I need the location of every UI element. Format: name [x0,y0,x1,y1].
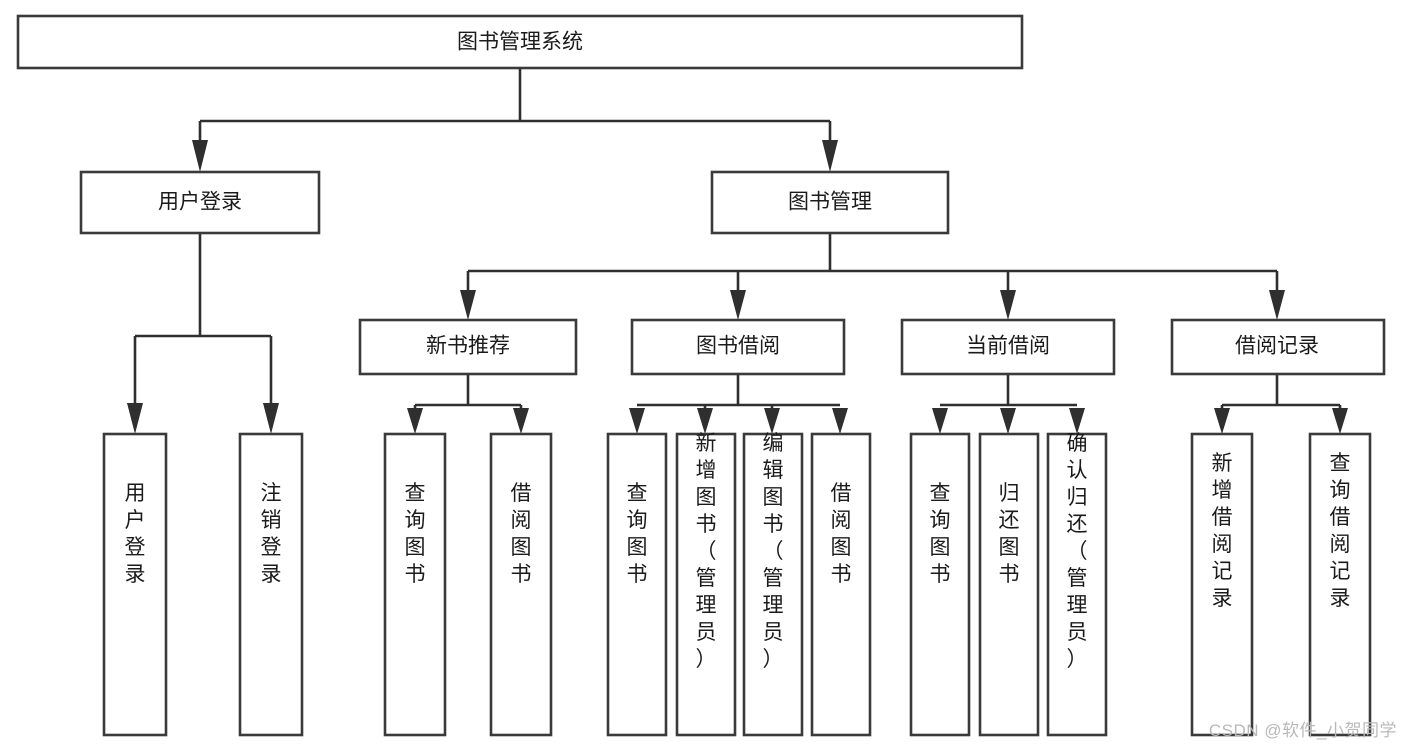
leaf-user-logout-2-label: 注销登录 [261,482,282,586]
node-current-borrow-box[interactable] [900,318,1116,376]
arrowhead-current-l2 [1000,408,1016,434]
arrowhead-bookmgmt-c4 [1269,290,1285,320]
leaf-box[interactable] [606,432,668,737]
node-borrow-record[interactable]: 借阅记录 [1170,318,1386,376]
node-book-borrow[interactable]: 图书借阅 [630,318,846,376]
leaf-box[interactable] [675,432,737,737]
arrowhead-record-l2 [1332,408,1348,434]
leaf-add-book-admin-label: 新增图书（管理员） [696,432,717,671]
node-root-box[interactable] [16,14,1024,70]
arrowhead-record-l1 [1214,408,1230,434]
connectors-book-borrow [629,374,848,434]
leaf-box[interactable] [1046,432,1108,737]
leaf-box[interactable] [383,432,447,737]
leaf-box[interactable] [742,432,804,737]
arrowhead-borrow-l2 [697,408,713,434]
node-book-borrow-box[interactable] [630,318,846,376]
node-current-borrow-label: 当前借阅 [966,335,1050,358]
leaf-user-logout-2[interactable]: 注销登录 [238,432,304,737]
leaf-user-login-1[interactable]: 用户登录 [102,432,168,737]
node-new-book-recommend-box[interactable] [358,318,578,376]
leaf-query-book-borrow[interactable]: 查询图书 [606,432,668,737]
node-borrow-record-label: 借阅记录 [1235,335,1319,358]
leaf-borrow-book-borrow-label: 借阅图书 [831,482,852,586]
leaf-box[interactable] [909,432,971,737]
leaf-box[interactable] [238,432,304,737]
node-book-management[interactable]: 图书管理 [710,170,950,235]
node-borrow-record-box[interactable] [1170,318,1386,376]
leaf-return-book-label: 归还图书 [999,482,1020,586]
node-user-login[interactable]: 用户登录 [79,170,321,235]
connectors-book-management [460,233,1285,320]
leaf-borrow-book-recommend[interactable]: 借阅图书 [489,432,553,737]
arrowhead-current-l1 [932,408,948,434]
leaf-box[interactable] [978,432,1040,737]
leaf-query-borrow-record[interactable]: 查询借阅记录 [1308,432,1372,737]
node-user-login-label: 用户登录 [158,191,242,214]
arrowhead-borrow-l4 [832,408,848,434]
node-root-system[interactable]: 图书管理系统 [16,14,1024,70]
leaf-borrow-book-recommend-label: 借阅图书 [511,482,532,586]
leaf-box[interactable] [489,432,553,737]
leaf-confirm-return-admin[interactable]: 确认归还（管理员） [1046,432,1108,737]
connectors-root [192,68,838,172]
arrowhead-newbook-l2 [513,408,529,434]
leaf-borrow-book-borrow[interactable]: 借阅图书 [810,432,872,737]
arrowhead-bookmgmt-c3 [1000,290,1016,320]
arrowhead-borrow-l3 [764,408,780,434]
leaf-query-book-current[interactable]: 查询图书 [909,432,971,737]
leaf-confirm-return-admin-label: 确认归还（管理员） [1067,432,1088,671]
leaf-add-borrow-record-label: 新增借阅记录 [1212,452,1233,610]
node-root-label: 图书管理系统 [457,31,583,54]
leaf-box[interactable] [1308,432,1372,737]
node-user-login-box[interactable] [79,170,321,235]
leaf-edit-book-admin[interactable]: 编辑图书（管理员） [742,432,804,737]
leaf-return-book[interactable]: 归还图书 [978,432,1040,737]
leaf-query-book-recommend[interactable]: 查询图书 [383,432,447,737]
leaf-edit-book-admin-label: 编辑图书（管理员） [763,432,784,671]
leaf-add-borrow-record[interactable]: 新增借阅记录 [1190,432,1254,737]
node-book-management-box[interactable] [710,170,950,235]
arrowhead-bookmgmt-c1 [460,290,476,320]
arrowhead-login-leaf1 [127,403,143,434]
arrowhead-borrow-l1 [629,408,645,434]
connectors-current-borrow [932,374,1085,434]
leaf-user-login-1-label: 用户登录 [125,482,146,586]
arrowhead-root-to-bookmgmt [822,140,838,172]
connectors-user-login [127,233,279,434]
leaf-box[interactable] [102,432,168,737]
arrowhead-login-leaf2 [263,403,279,434]
arrowhead-current-l3 [1069,408,1085,434]
leaf-box[interactable] [1190,432,1254,737]
node-book-management-label: 图书管理 [788,191,872,214]
leaf-box[interactable] [810,432,872,737]
node-new-book-recommend-label: 新书推荐 [426,335,510,358]
leaf-add-book-admin[interactable]: 新增图书（管理员） [675,432,737,737]
leaf-query-book-borrow-label: 查询图书 [627,482,648,586]
leaf-query-book-current-label: 查询图书 [930,482,951,586]
node-book-borrow-label: 图书借阅 [696,335,780,358]
node-new-book-recommend[interactable]: 新书推荐 [358,318,578,376]
connectors-borrow-record [1214,374,1348,434]
leaf-query-book-recommend-label: 查询图书 [405,482,426,586]
arrowhead-newbook-l1 [407,408,423,434]
connectors-new-book-recommend [407,374,529,434]
arrowhead-root-to-login [192,140,208,172]
leaf-query-borrow-record-label: 查询借阅记录 [1330,452,1351,610]
node-current-borrow[interactable]: 当前借阅 [900,318,1116,376]
arrowhead-bookmgmt-c2 [730,290,746,320]
